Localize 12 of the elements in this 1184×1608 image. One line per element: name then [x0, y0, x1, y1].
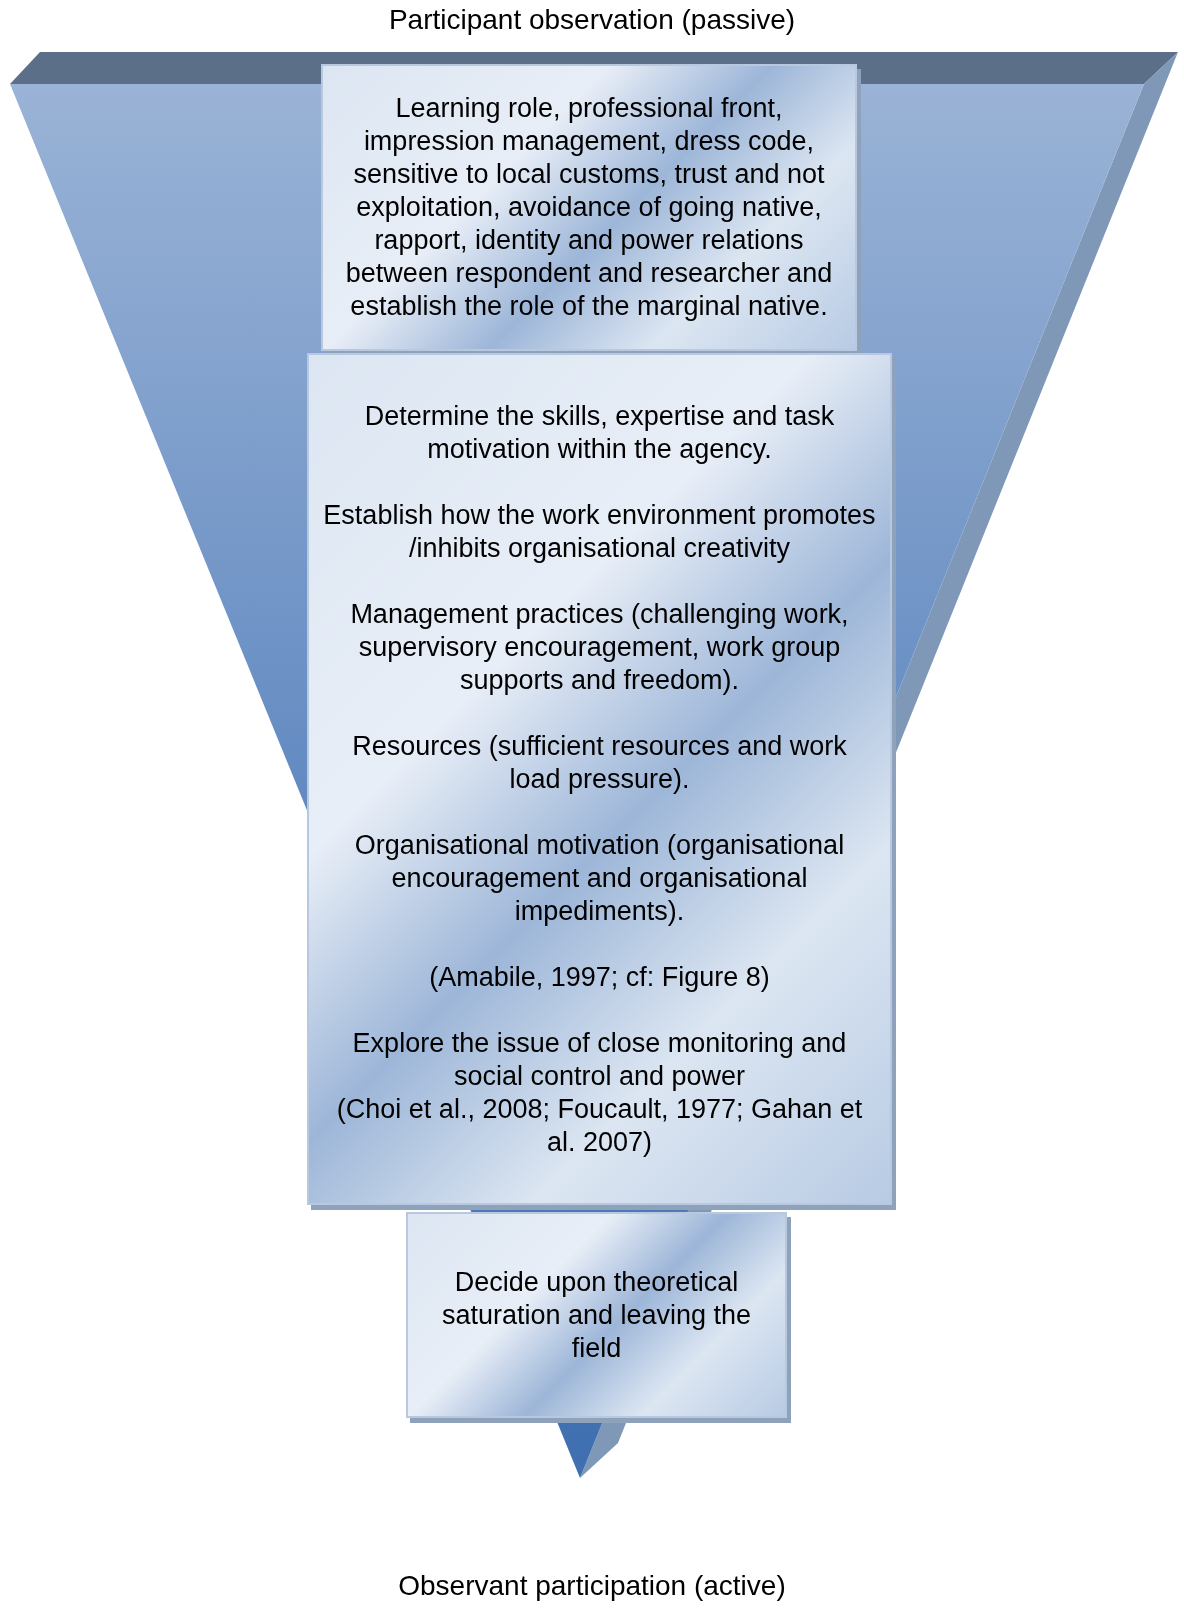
box-text: Decide upon theoretical saturation and leaving the field — [440, 1265, 753, 1365]
box-text: Organisational motivation (organisational encouragement and organisational impediments). — [353, 828, 846, 928]
box-text: Management practices (challenging work, supervisory encouragement, work group supports and freedom). — [349, 597, 850, 697]
axis-label: Participant observation (passive) — [388, 4, 796, 36]
box-text: Resources (sufficient resources and work load pressure). — [351, 729, 848, 796]
citation-text: (Choi et al., 2008; Foucault, 1977; Gahan et al. 2007) — [335, 1092, 864, 1159]
box-text: Determine the skills, expertise and task motivation within the agency. — [363, 399, 836, 466]
box-text: Learning role, professional front, impression management, dress code, sensitive to local customs, trust and not exploitation, avoidance of going native, rapport, identity and power relations between respondent and researcher and establish the role of the marginal native. — [344, 92, 834, 323]
citation-text: (Amabile, 1997; cf: Figure 8) — [429, 960, 770, 994]
box-text: Explore the issue of close monitoring and social control and power — [351, 1026, 848, 1093]
axis-label: Observant participation (active) — [398, 1570, 786, 1602]
box-text: Establish how the work environment promotes /inhibits organisational creativity — [323, 498, 876, 565]
